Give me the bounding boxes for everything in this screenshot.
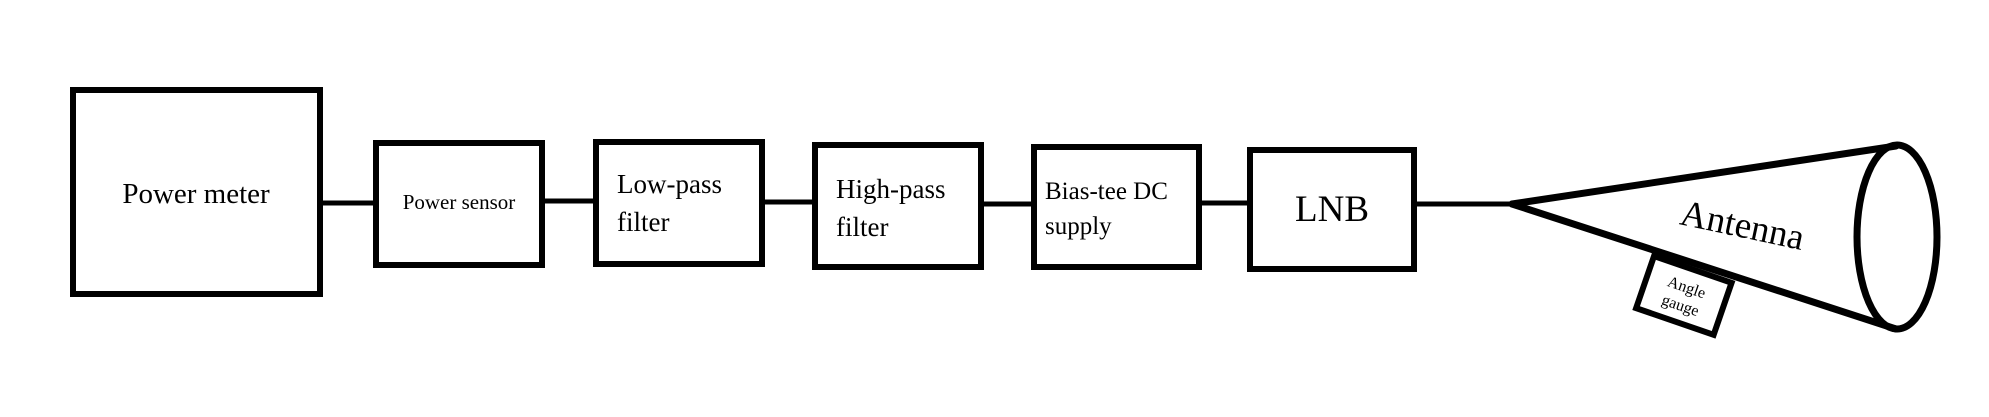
lnb-label: LNB <box>1295 189 1369 230</box>
angle-gauge: Angle gauge <box>1632 252 1736 339</box>
high-pass-filter-box <box>812 142 984 270</box>
antenna-aperture <box>1853 141 1941 333</box>
lnb-block: LNB <box>1247 147 1417 272</box>
power-meter-block: Power meter <box>70 87 323 297</box>
low-pass-filter-label-line1: Low-pass <box>617 169 722 199</box>
antenna-label: Antenna <box>1677 193 1808 259</box>
low-pass-filter-block: Low-pass filter <box>593 139 765 267</box>
bias-tee-block: Bias-tee DC supply <box>1031 144 1202 270</box>
high-pass-filter-block: High-pass filter <box>812 142 984 270</box>
bias-tee-label-line1: Bias-tee DC <box>1045 178 1168 205</box>
connection-wires <box>320 198 1512 207</box>
low-pass-filter-box <box>593 139 765 267</box>
bias-tee-box <box>1031 144 1202 270</box>
angle-gauge-box <box>1632 252 1736 339</box>
high-pass-filter-label-line2: filter <box>836 212 888 242</box>
power-meter-label: Power meter <box>122 178 270 210</box>
power-meter-box <box>70 87 323 297</box>
power-sensor-label: Power sensor <box>403 190 516 214</box>
bias-tee-label-line2: supply <box>1045 213 1112 240</box>
low-pass-filter-label-line2: filter <box>617 207 669 237</box>
lnb-box <box>1247 147 1417 272</box>
power-sensor-block: Power sensor <box>373 140 545 268</box>
antenna-lower-edge <box>1508 200 1900 333</box>
antenna-upper-edge <box>1508 142 1900 208</box>
power-sensor-box <box>373 140 545 268</box>
high-pass-filter-label-line1: High-pass <box>836 174 946 204</box>
